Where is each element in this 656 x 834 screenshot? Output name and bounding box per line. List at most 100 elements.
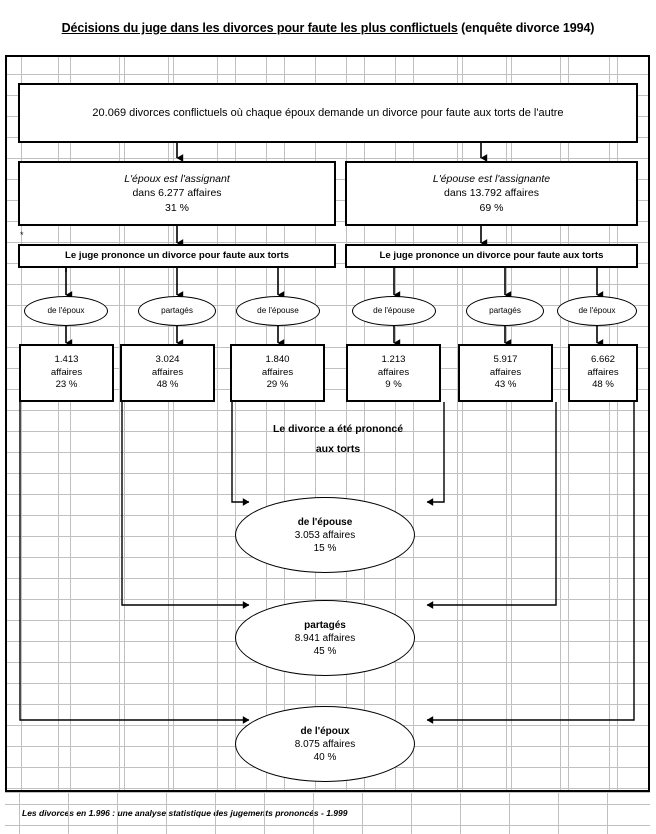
count-box-right-husband: 6.662 affaires 48 % (568, 344, 638, 402)
count-box-left-wife-count: 1.840 (265, 353, 290, 365)
fault-ellipse-right-wife: de l'épouse (352, 296, 436, 326)
result-ellipse-shared-percent: 45 % (313, 645, 337, 657)
judge-right-box: Le juge prononce un divorce pour faute a… (345, 244, 638, 268)
husband-plaintiff-line3: 31 % (165, 201, 189, 214)
grid-row-line (7, 494, 648, 495)
total-divorces-box: 20.069 divorces conflictuels où chaque é… (18, 83, 638, 143)
grid-row-line (7, 74, 648, 75)
count-box-right-wife-count: 1.213 (381, 353, 406, 365)
grid-row-line (7, 242, 648, 243)
count-box-right-wife: 1.213 affaires 9 % (346, 344, 441, 402)
grid-row-line (7, 305, 648, 306)
count-box-right-husband-percent: 48 % (592, 379, 614, 391)
result-ellipse-husband: de l'époux 8.075 affaires 40 % (235, 706, 415, 782)
count-box-left-husband-percent: 23 % (55, 379, 78, 391)
grid-column-line (411, 792, 412, 834)
grid-row-line (5, 792, 650, 793)
result-ellipse-shared-count: 8.941 affaires (294, 632, 356, 644)
count-box-right-shared: 5.917 affaires 43 % (458, 344, 553, 402)
footer-area: Les divorces en 1.996 : une analyse stat… (5, 792, 650, 834)
grid-column-line (395, 57, 396, 790)
count-box-right-husband-count: 6.662 (590, 353, 615, 365)
grid-column-line (362, 792, 363, 834)
page-title: Décisions du juge dans les divorces pour… (0, 21, 656, 35)
grid-column-line (166, 792, 167, 834)
husband-plaintiff-line2: dans 6.277 affaires (132, 187, 222, 200)
asterisk-label: * (20, 230, 24, 240)
fault-ellipse-left-wife: de l'épouse (236, 296, 320, 326)
page-title-suffix: (enquête divorce 1994) (457, 21, 595, 35)
fault-ellipse-right-shared-label: partagés (489, 305, 521, 315)
grid-row-line (7, 368, 648, 369)
asterisk-marker: * (20, 231, 24, 240)
count-box-left-husband: 1.413 affaires 23 % (19, 344, 114, 402)
grid-row-line (7, 578, 648, 579)
wife-plaintiff-line2: dans 13.792 affaires (444, 187, 539, 200)
count-box-left-husband-count: 1.413 (54, 353, 79, 365)
grid-row-line (7, 410, 648, 411)
total-divorces-label: 20.069 divorces conflictuels où chaque é… (92, 106, 564, 119)
grid-row-line (7, 704, 648, 705)
grid-row-line (7, 284, 648, 285)
count-box-left-shared-percent: 48 % (156, 379, 179, 391)
judge-right-label: Le juge prononce un divorce pour faute a… (379, 249, 604, 261)
grid-row-line (7, 452, 648, 453)
grid-row-line (7, 326, 648, 327)
grid-column-line (264, 792, 265, 834)
fault-ellipse-left-husband: de l'époux (24, 296, 108, 326)
grid-column-line (364, 57, 365, 790)
count-box-right-wife-percent: 9 % (385, 379, 402, 391)
grid-row-line (7, 158, 648, 159)
grid-column-line (315, 57, 316, 790)
result-ellipse-shared-label: partagés (304, 619, 346, 631)
outcome-caption: Le divorce a été prononcé aux torts (228, 420, 448, 460)
count-box-left-wife-unit: affaires (261, 366, 294, 378)
fault-ellipse-right-husband: de l'époux (557, 296, 637, 326)
grid-row-line (7, 788, 648, 789)
grid-column-line (346, 57, 347, 790)
grid-column-line (68, 792, 69, 834)
wife-plaintiff-box: L'épouse est l'assignante dans 13.792 af… (345, 161, 638, 226)
count-box-left-wife: 1.840 affaires 29 % (230, 344, 325, 402)
grid-row-line (7, 683, 648, 684)
count-box-left-shared: 3.024 affaires 48 % (120, 344, 215, 402)
grid-column-line (19, 792, 20, 834)
grid-row-line (5, 804, 650, 805)
fault-ellipse-left-husband-label: de l'époux (47, 305, 85, 315)
fault-ellipse-left-shared-label: partagés (161, 305, 193, 315)
count-box-left-shared-unit: affaires (151, 366, 184, 378)
wife-plaintiff-line1: L'épouse est l'assignante (432, 173, 551, 186)
grid-column-line (509, 792, 510, 834)
grid-row-line (7, 473, 648, 474)
count-box-right-wife-unit: affaires (377, 366, 410, 378)
count-box-right-shared-count: 5.917 (493, 353, 518, 365)
grid-row-line (7, 431, 648, 432)
judge-left-label: Le juge prononce un divorce pour faute a… (65, 249, 289, 261)
count-box-right-shared-unit: affaires (489, 366, 522, 378)
grid-column-line (117, 792, 118, 834)
grid-column-line (413, 57, 414, 790)
result-ellipse-wife-percent: 15 % (313, 542, 337, 554)
husband-plaintiff-box: L'époux est l'assignant dans 6.277 affai… (18, 161, 336, 226)
count-box-left-shared-count: 3.024 (155, 353, 180, 365)
husband-plaintiff-line1: L'époux est l'assignant (124, 173, 230, 186)
title-bar: Décisions du juge dans les divorces pour… (0, 0, 656, 55)
grid-row-line (7, 347, 648, 348)
count-box-right-shared-percent: 43 % (494, 379, 517, 391)
fault-ellipse-right-husband-label: de l'époux (578, 305, 616, 315)
page-title-main: Décisions du juge dans les divorces pour… (61, 21, 458, 35)
outcome-caption-line2: aux torts (315, 442, 361, 455)
result-ellipse-wife: de l'épouse 3.053 affaires 15 % (235, 497, 415, 573)
count-box-right-husband-unit: affaires (587, 366, 619, 378)
result-ellipse-wife-label: de l'épouse (297, 516, 353, 528)
result-ellipse-husband-label: de l'époux (300, 725, 350, 737)
fault-ellipse-right-wife-label: de l'épouse (373, 305, 415, 315)
grid-column-line (313, 792, 314, 834)
grid-column-line (266, 57, 267, 790)
result-ellipse-shared: partagés 8.941 affaires 45 % (235, 600, 415, 676)
grid-column-line (607, 792, 608, 834)
judge-left-box: Le juge prononce un divorce pour faute a… (18, 244, 336, 268)
wife-plaintiff-line3: 69 % (479, 201, 504, 214)
result-ellipse-husband-count: 8.075 affaires (294, 738, 356, 750)
